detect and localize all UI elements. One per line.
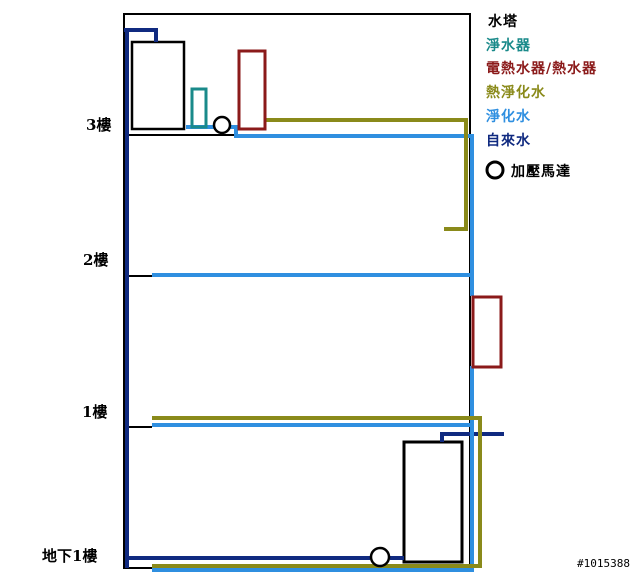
hot-purified-water-pipes xyxy=(152,118,482,568)
floor-label-3f: 3樓 xyxy=(86,116,111,134)
watermark: #1015388 xyxy=(577,557,630,570)
legend: 水塔 淨水器 電熱水器/熱水器 熱淨化水 淨化水 自來水 加壓馬達 xyxy=(485,13,597,180)
purified-water-pipes xyxy=(152,125,474,572)
booster-pump-b1 xyxy=(369,546,391,568)
legend-pump: 加壓馬達 xyxy=(510,163,571,180)
water-tower-3f xyxy=(130,40,186,131)
legend-tower: 水塔 xyxy=(488,13,518,30)
water-purifier xyxy=(190,87,208,129)
building-outline xyxy=(123,13,471,569)
tap-water-pipes xyxy=(124,28,504,568)
floor-label-2f: 2樓 xyxy=(83,251,108,269)
floor-label-b1: 地下1樓 xyxy=(42,547,97,565)
water-tank-b1 xyxy=(402,440,464,564)
legend-purifier: 淨水器 xyxy=(486,37,531,54)
legend-pump-icon xyxy=(485,160,505,180)
legend-hot-purified: 熱淨化水 xyxy=(486,84,546,101)
water-heater-exterior xyxy=(471,295,503,369)
water-heater-3f xyxy=(237,49,267,131)
legend-tap: 自來水 xyxy=(486,132,531,149)
booster-pump-3f xyxy=(212,115,232,135)
floor-label-1f: 1樓 xyxy=(82,403,107,421)
legend-heater: 電熱水器/熱水器 xyxy=(486,60,597,77)
legend-purified: 淨化水 xyxy=(486,108,531,125)
